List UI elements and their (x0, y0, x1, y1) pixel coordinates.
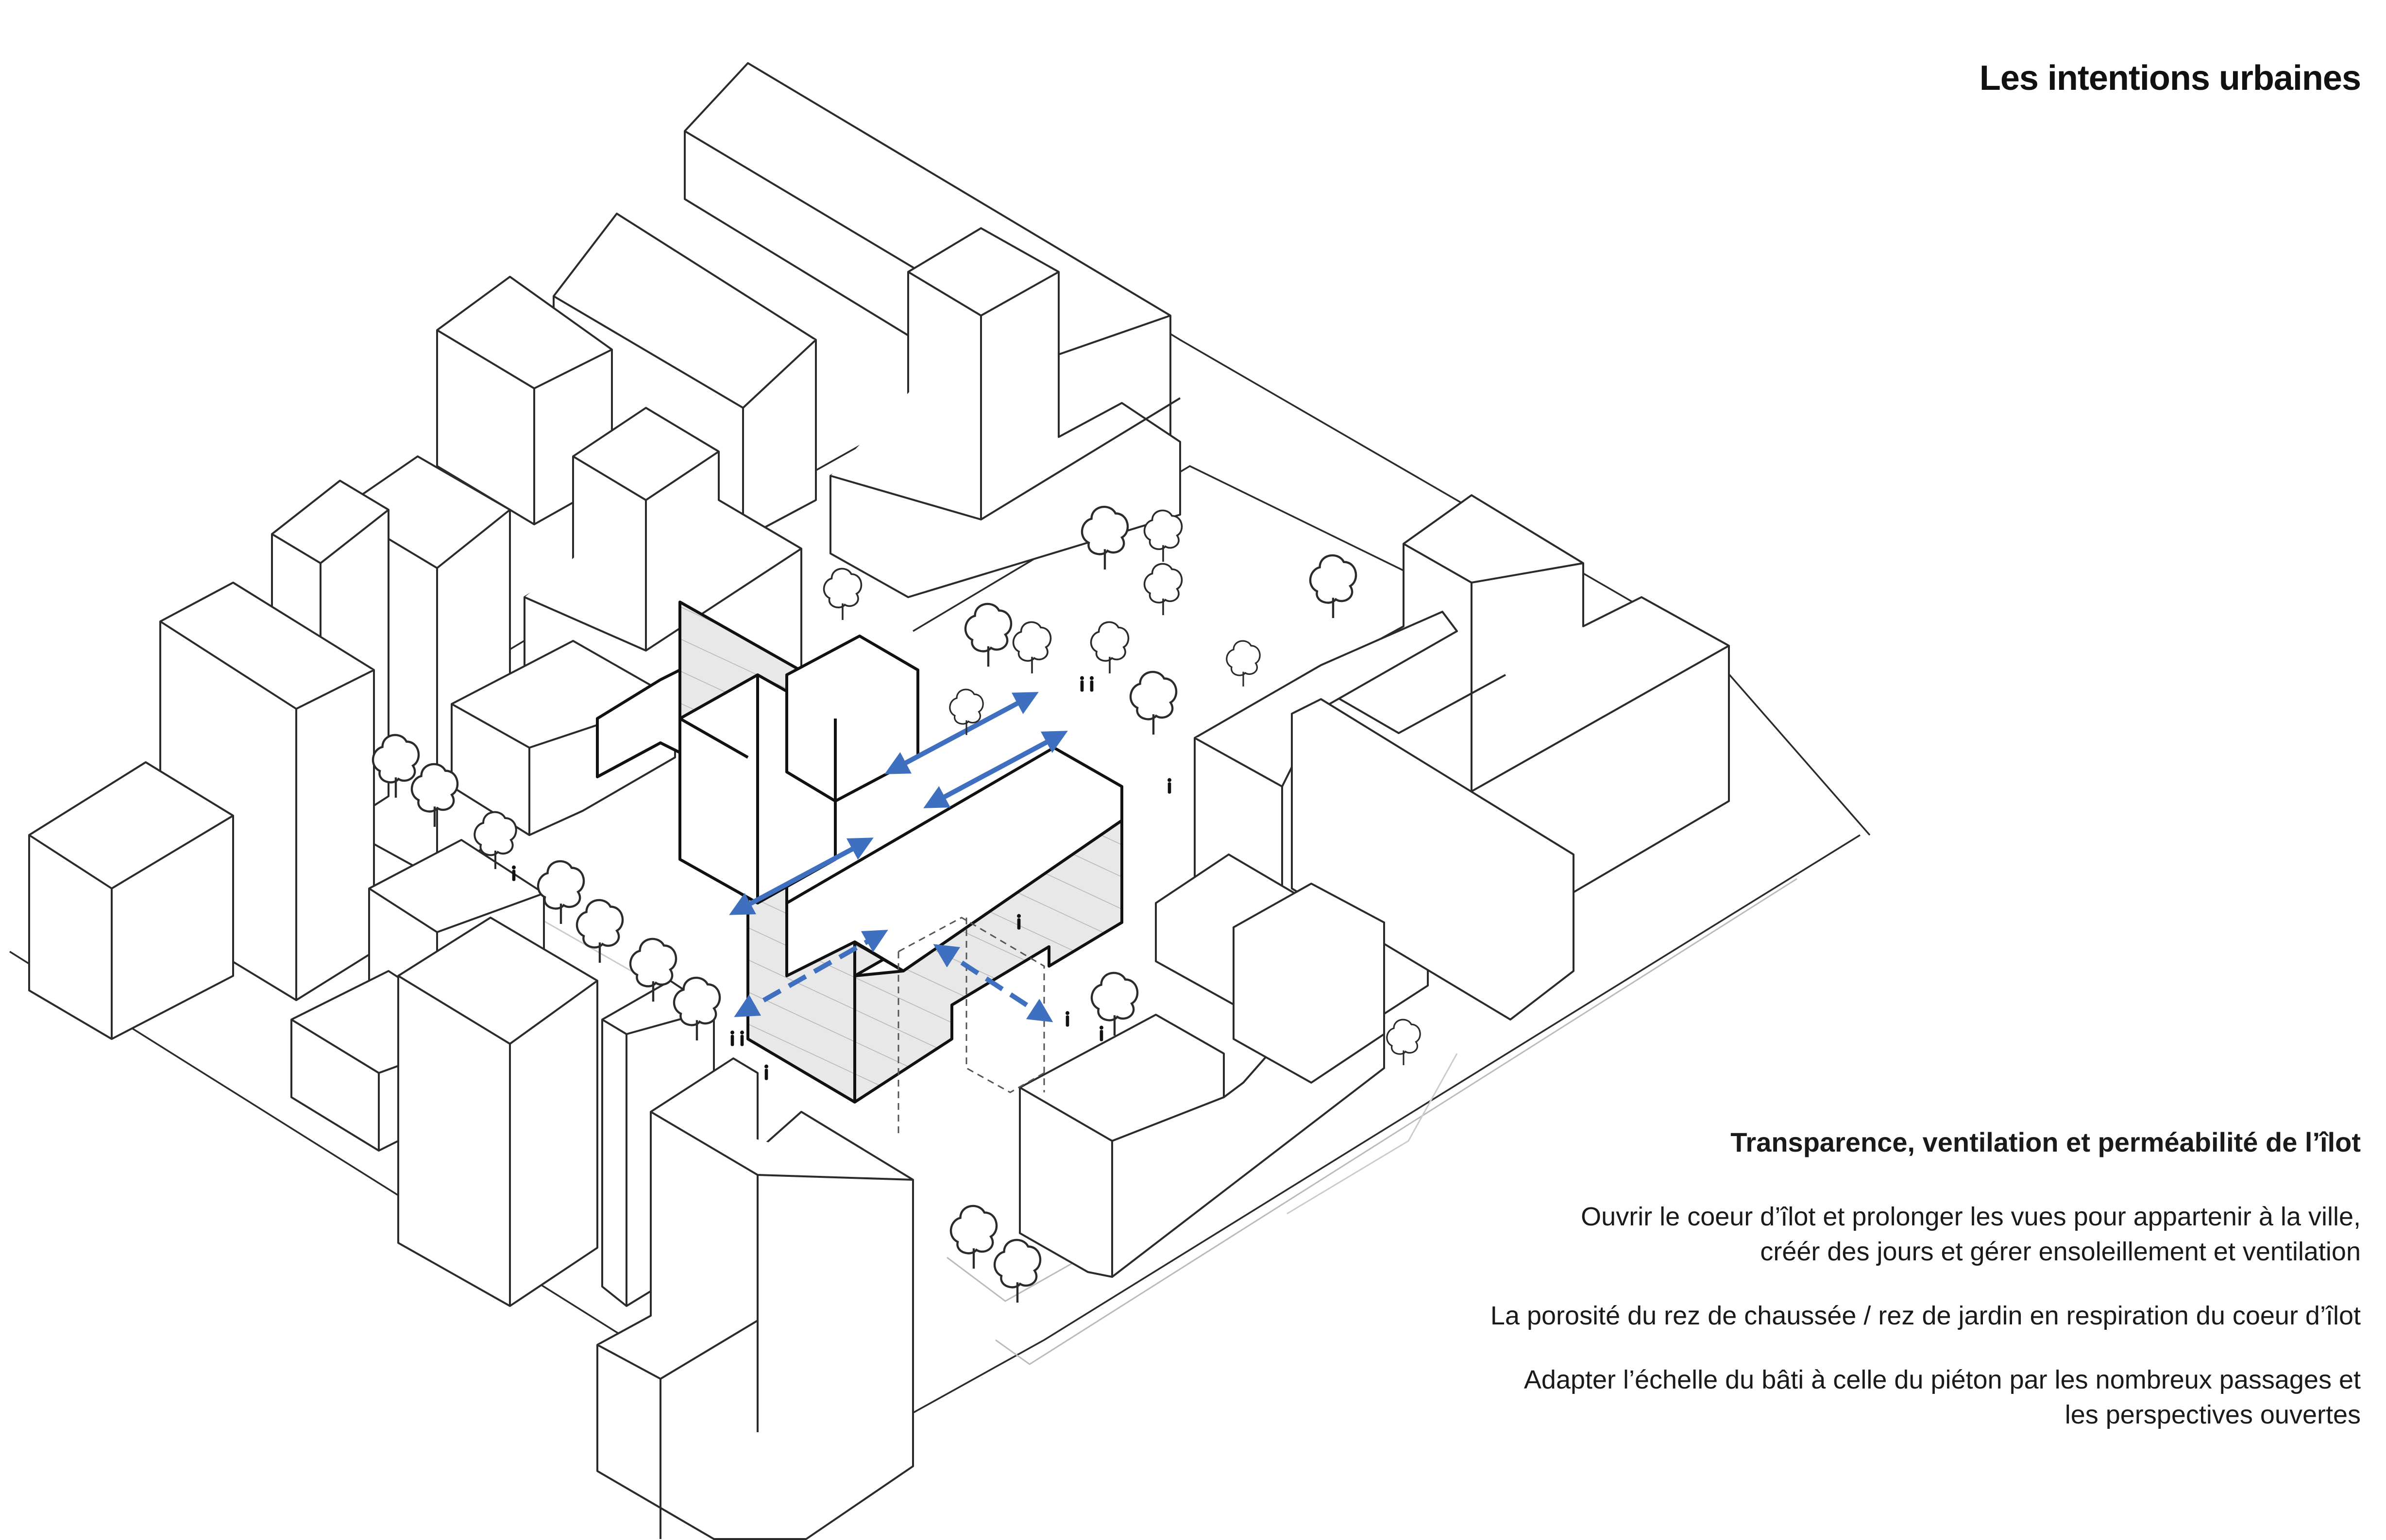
paragraph-line: La porosité du rez de chaussée / rez de … (1490, 1301, 2361, 1330)
paragraph-line: les perspectives ouvertes (2064, 1400, 2361, 1429)
building-west-mid (451, 640, 676, 836)
tree-icon (1386, 1019, 1421, 1066)
view-arrows (729, 692, 1068, 1022)
paragraph-line: Adapter l’échelle du bâti à celle du pié… (1523, 1365, 2361, 1394)
tree-icon (1131, 672, 1176, 735)
tree-icon (965, 604, 1011, 667)
building-east-courtyard (1291, 698, 1574, 1021)
pedestrian-icon (512, 865, 516, 881)
sidewalk-line-2 (995, 878, 1797, 1365)
paragraph-pedestrian-scale: Adapter l’échelle du bâti à celle du pié… (1389, 1362, 2361, 1432)
tree-icon (538, 861, 584, 924)
paragraph-line: créér des jours et gérer ensoleillement … (1760, 1237, 2361, 1266)
context-buildings (28, 62, 1181, 1540)
pedestrian-icon (740, 1030, 744, 1046)
pedestrian-icon (1017, 914, 1021, 930)
tree-icon (1090, 621, 1130, 674)
description-block: Transparence, ventilation et perméabilit… (1389, 1126, 2361, 1461)
building-west-low (28, 761, 234, 1040)
pedestrian-icon (1066, 1011, 1069, 1027)
pedestrian-icon (1090, 676, 1094, 692)
tree-icon (1092, 973, 1137, 1036)
context-buildings-east (1019, 494, 1730, 1278)
sidewalk-line-5 (1286, 1053, 1458, 1215)
tree-icon (1012, 621, 1052, 674)
tree-icon (823, 568, 863, 621)
pedestrian-icon (764, 1064, 768, 1080)
building-north-east (829, 227, 1181, 598)
double-arrow-icon (923, 731, 1068, 808)
tree-icon (1143, 563, 1183, 616)
project-tower-right (785, 635, 919, 803)
pedestrian-icon (1168, 778, 1171, 794)
building-south-east-3 (1233, 883, 1385, 1084)
building-south-west-tower (397, 917, 598, 1307)
pedestrian-icon (1080, 676, 1084, 692)
pedestrian-icon (730, 1030, 734, 1046)
tree-icon (951, 1206, 997, 1269)
section-subtitle: Transparence, ventilation et perméabilit… (1730, 1127, 2361, 1157)
double-arrow-icon (729, 837, 874, 915)
tree-icon (1310, 555, 1356, 618)
double-arrow-icon (933, 944, 1053, 1022)
paragraph-open-views: Ouvrir le coeur d’îlot et prolonger les … (1389, 1199, 2361, 1269)
pedestrian-icon (1100, 1025, 1103, 1041)
tree-icon (577, 900, 623, 963)
page-title: Les intentions urbaines (1979, 59, 2361, 98)
tree-icon (995, 1240, 1040, 1303)
paragraph-porosity: La porosité du rez de chaussée / rez de … (1389, 1298, 2361, 1333)
tree-icon (949, 688, 984, 736)
paragraph-line: Ouvrir le coeur d’îlot et prolonger les … (1581, 1202, 2361, 1231)
tree-icon (1226, 640, 1261, 687)
